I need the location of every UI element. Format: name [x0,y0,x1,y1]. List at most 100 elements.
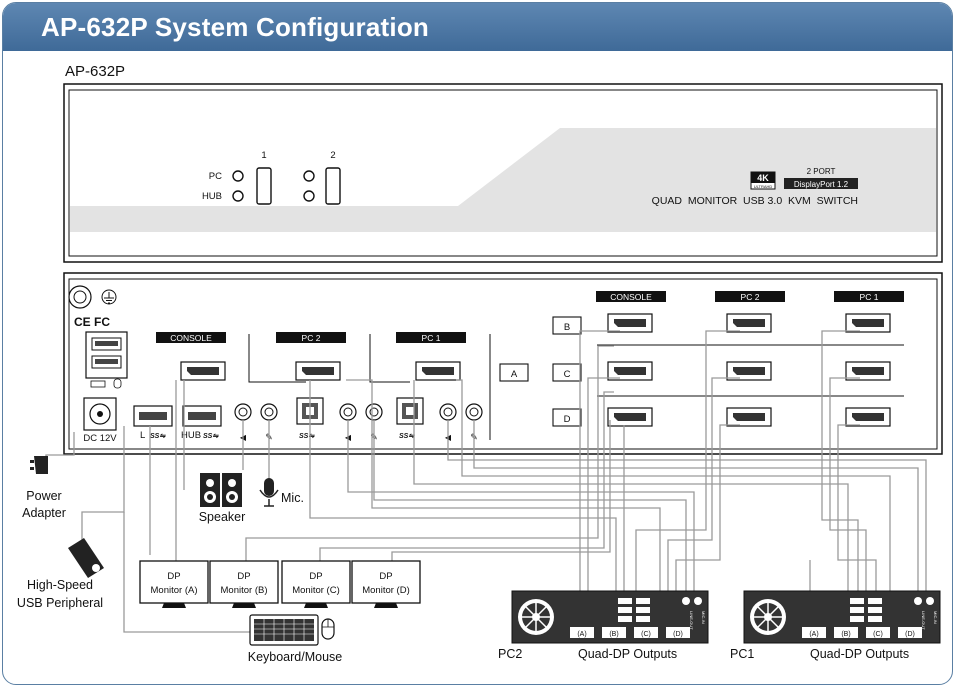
pc1-header: PC 1 [422,333,441,343]
mic-in-label: MIC-IN [933,611,938,624]
displayport-ports [180,313,891,427]
ultrahd-text: ULTRAHD [754,184,773,189]
pc-dp-port-label: (B) [609,631,618,638]
keyboard-mouse-label: Keyboard/Mouse [248,650,343,664]
displayport-port [415,361,461,381]
mic-label: Mic. [281,491,304,505]
ss-usb-icon: SS⇋ [150,433,166,440]
led-label-hub: HUB [202,191,222,202]
displayport-port [726,361,772,381]
console-header-right: CONSOLE [610,292,652,302]
console-header: CONSOLE [170,333,212,343]
pc-dp-port-label: (A) [577,631,586,638]
pc2-header-right: PC 2 [741,292,760,302]
usb-drive-icon [68,538,104,578]
dp-monitor: DP Monitor (D) [351,560,421,608]
cables [45,330,927,633]
earth-icon [101,289,117,305]
hub-led-1-icon [232,190,244,202]
title-bar: AP-632P System Configuration [3,3,952,51]
dp-monitor: DP Monitor (B) [209,560,279,608]
rear-panel: CE FC DC 12V CONSOLE PC 2 PC 1 CONSOLE P… [63,272,943,455]
channel-a-label: A [511,369,518,380]
pc-dp-port-label: (B) [841,631,850,638]
line-out-label: LINE-OUT [689,611,694,630]
port-button-1[interactable] [256,167,272,205]
front-panel: PC HUB 1 2 4K ULTRAHD 2 PORT DisplayPort… [63,83,943,263]
displayport-port [726,407,772,427]
monitor-label-line2: Monitor (A) [151,585,198,596]
channel-d-label: D [564,414,571,425]
pc-outputs-label: Quad-DP Outputs [578,647,677,661]
monitor-label-line2: Monitor (C) [292,585,340,596]
led-label-pc: PC [209,171,222,182]
displayport-port [607,361,653,381]
displayport-badge [784,178,858,189]
monitor-label-line1: DP [237,571,250,582]
mic-in-label: MIC-IN [701,611,706,624]
monitor-label-line1: DP [379,571,392,582]
port-count-label: 2 PORT [807,167,836,176]
displayport-port [726,313,772,333]
hub-led-2-icon [303,190,315,202]
port-button-2[interactable] [325,167,341,205]
speaker: Speaker [199,473,246,524]
model-label: AP-632P [65,63,126,80]
monitor-label-line1: DP [167,571,180,582]
displayport-port [845,361,891,381]
port-number-2: 2 [330,150,335,161]
pc-outputs-label: Quad-DP Outputs [810,647,909,661]
displayport-port [607,313,653,333]
channel-d-button[interactable] [552,408,582,427]
monitor-label-line2: Monitor (D) [362,585,410,596]
power-adapter-icon [34,456,48,474]
certification-marks: CE FC [74,315,110,329]
displayport-port [607,407,653,427]
ss-usb-icon: SS⇋ [203,433,219,440]
svg-text:SS⇋: SS⇋ [399,433,415,440]
4k-text: 4K [757,173,769,183]
pc-dp-port-label: (D) [905,631,915,638]
displayport-port [180,361,226,381]
channel-a-button[interactable] [499,363,529,382]
pc-led-2-icon [303,170,315,182]
displayport-port [295,361,341,381]
pc1-header-right: PC 1 [860,292,879,302]
ground-screw-icon [68,285,92,309]
front-panel-bezel [70,128,936,232]
displayport-port [845,407,891,427]
mouse-port-icon [113,378,122,389]
product-description: QUAD MONITOR USB 3.0 KVM SWITCH [652,195,858,207]
speaker-label: Speaker [199,510,246,524]
channel-c-button[interactable] [552,363,582,382]
pc-dp-port-label: (D) [673,631,683,638]
microphone: Mic. [259,478,304,507]
microphone-icon [264,478,274,496]
channel-b-label: B [564,322,570,333]
pc-dp-port-label: (C) [641,631,651,638]
line-out-label: LINE-OUT [921,611,926,630]
channel-c-label: C [564,369,571,380]
displayport-text: DisplayPort 1.2 [794,180,849,189]
channel-b-button[interactable] [552,316,582,335]
svg-text:SS⇋: SS⇋ [299,433,315,440]
pc-led-1-icon [232,170,244,182]
monitor-label-line2: Monitor (B) [221,585,268,596]
page-title: AP-632P System Configuration [41,12,429,42]
dp-monitor: DP Monitor (A) [139,560,209,608]
pc-name-label: PC1 [730,647,754,661]
keyboard-mouse: Keyboard/Mouse [248,614,343,664]
displayport-port [845,313,891,333]
pc2-header: PC 2 [302,333,321,343]
port-number-1: 1 [261,150,266,161]
